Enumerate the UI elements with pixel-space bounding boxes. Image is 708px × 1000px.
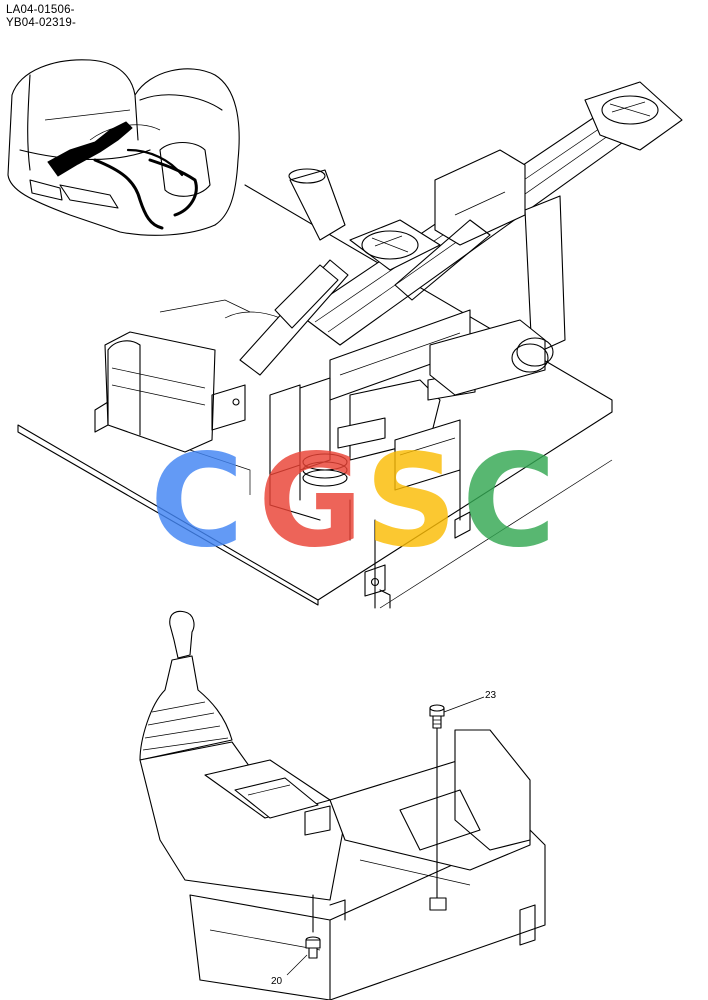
serial-range-2: YB04-02319-: [6, 17, 76, 29]
watermark-letter-c1: C: [150, 427, 244, 576]
serial-range-1: LA04-01506-: [6, 4, 75, 16]
control-console-assembly: [139, 610, 546, 1000]
ductwork-assembly: [17, 81, 683, 609]
watermark-letter-s: S: [365, 427, 457, 576]
watermark: C G S C: [150, 427, 556, 576]
callout-20: 20: [271, 976, 283, 987]
callout-23: 23: [485, 690, 497, 701]
bolt-23-icon: [429, 704, 445, 729]
cab-overview-inset: [7, 59, 240, 236]
bolt-20-icon: [305, 936, 321, 959]
watermark-letter-c2: C: [462, 427, 556, 576]
leader-20: [286, 954, 308, 976]
leader-23: [443, 696, 485, 713]
watermark-letter-g: G: [258, 427, 363, 576]
